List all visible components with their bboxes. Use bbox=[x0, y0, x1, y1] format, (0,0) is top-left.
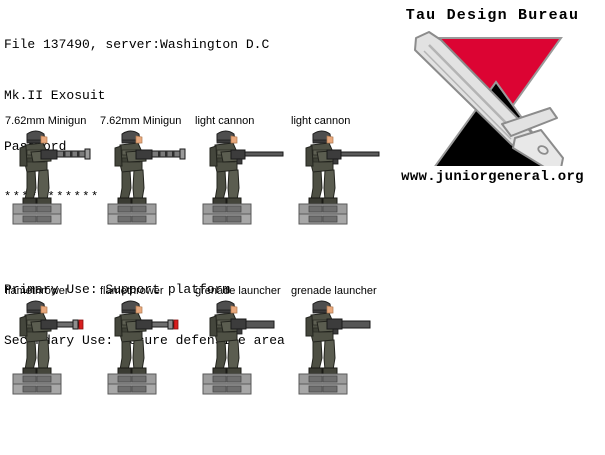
weapon-flamethrower bbox=[135, 319, 179, 330]
upper-figure bbox=[19, 300, 84, 375]
exosuit-figure-grenade-launcher bbox=[298, 300, 371, 395]
figure-label: flamethrower bbox=[5, 285, 69, 297]
figure-row-1: 7.62mm Minigun bbox=[0, 115, 605, 285]
header-file-line: File 137490, server:Washington D.C bbox=[4, 37, 270, 52]
figure-cell-r2c1: flamethrower bbox=[3, 285, 98, 455]
weapon-grenade-launcher bbox=[326, 318, 371, 335]
figure-label: flamethrower bbox=[100, 285, 164, 297]
weapon-minigun bbox=[135, 148, 186, 160]
figure-label: 7.62mm Minigun bbox=[100, 115, 182, 127]
fold-over-miniature bbox=[298, 300, 371, 395]
figure-label: light cannon bbox=[291, 115, 351, 127]
bayonet-icon bbox=[414, 31, 564, 166]
exosuit-figure-minigun bbox=[107, 130, 186, 225]
fold-over-miniature bbox=[298, 130, 380, 225]
upper-figure bbox=[114, 300, 179, 375]
weapon-grenade-launcher bbox=[230, 318, 275, 335]
exosuit-figure-flamethrower bbox=[12, 300, 84, 395]
figure-cell-r1c2: 7.62mm Minigun bbox=[98, 115, 193, 285]
figure-base-stand bbox=[298, 373, 348, 395]
fold-over-miniature bbox=[12, 300, 84, 395]
logo-title: Tau Design Bureau bbox=[405, 7, 580, 24]
figure-label: grenade launcher bbox=[291, 285, 377, 297]
figure-label: 7.62mm Minigun bbox=[5, 115, 87, 127]
exosuit-figure-minigun bbox=[12, 130, 91, 225]
exosuit-figure-light-cannon bbox=[298, 130, 380, 225]
upper-figure bbox=[209, 300, 275, 375]
exosuit-figure-flamethrower bbox=[107, 300, 179, 395]
figure-base-stand bbox=[107, 373, 157, 395]
figure-cell-r1c4: light cannon bbox=[289, 115, 384, 285]
figure-base-stand bbox=[107, 203, 157, 225]
figure-base-stand bbox=[202, 373, 252, 395]
figure-cell-r1c3: light cannon bbox=[193, 115, 288, 285]
figure-label: grenade launcher bbox=[195, 285, 281, 297]
tau-design-bureau-emblem bbox=[414, 31, 564, 166]
upper-figure bbox=[305, 130, 380, 205]
figure-base-stand bbox=[12, 203, 62, 225]
fold-over-miniature bbox=[107, 300, 179, 395]
fold-over-miniature bbox=[202, 300, 275, 395]
figure-cell-r1c1: 7.62mm Minigun bbox=[3, 115, 98, 285]
exosuit-figure-grenade-launcher bbox=[202, 300, 275, 395]
fold-over-miniature bbox=[107, 130, 186, 225]
fold-over-miniature bbox=[202, 130, 284, 225]
figure-row-2: flamethrower bbox=[0, 285, 605, 455]
header-model-line: Mk.II Exosuit bbox=[4, 88, 106, 103]
logo-url: www.juniorgeneral.org bbox=[401, 169, 584, 185]
weapon-flamethrower bbox=[40, 319, 84, 330]
logo-block: Tau Design Bureau www.juniorgeneral. bbox=[385, 6, 600, 206]
weapon-light-cannon bbox=[230, 149, 284, 165]
upper-figure bbox=[305, 300, 371, 375]
upper-figure bbox=[209, 130, 284, 205]
figure-cell-r2c2: flamethrower bbox=[98, 285, 193, 455]
fold-over-miniature bbox=[12, 130, 91, 225]
figure-base-stand bbox=[202, 203, 252, 225]
figure-cell-r2c3: grenade launcher bbox=[193, 285, 288, 455]
figure-label: light cannon bbox=[195, 115, 255, 127]
exosuit-figure-light-cannon bbox=[202, 130, 284, 225]
figure-base-stand bbox=[298, 203, 348, 225]
figure-cell-r2c4: grenade launcher bbox=[289, 285, 384, 455]
weapon-minigun bbox=[40, 148, 91, 160]
upper-figure bbox=[114, 130, 186, 205]
upper-figure bbox=[19, 130, 91, 205]
header-primary-use: Primary Use: Support platform bbox=[4, 282, 231, 297]
weapon-light-cannon bbox=[326, 149, 380, 165]
figure-base-stand bbox=[12, 373, 62, 395]
